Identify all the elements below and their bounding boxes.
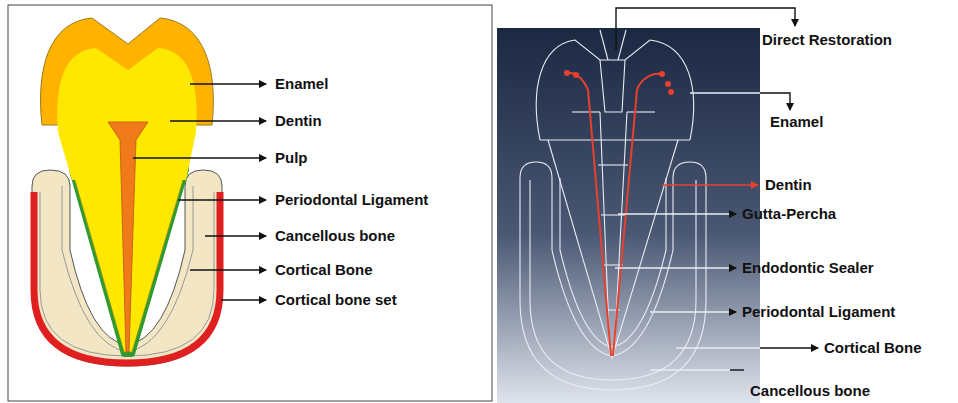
part-label: Cancellous bone	[275, 227, 395, 245]
part-label: Periodontal Ligament	[742, 303, 895, 321]
part-label: Cortical bone set	[275, 291, 397, 309]
part-label: Enamel	[770, 113, 823, 131]
part-label: Pulp	[275, 149, 308, 167]
part-label: Endodontic Sealer	[742, 259, 874, 277]
part-label: Direct Restoration	[762, 31, 892, 49]
part-label: Enamel	[275, 75, 328, 93]
part-label: Cancellous bone	[750, 382, 870, 400]
part-label: Dentin	[765, 176, 812, 194]
part-label: Dentin	[275, 112, 322, 130]
part-label: Cortical Bone	[824, 339, 922, 357]
part-label: Gutta-Percha	[742, 205, 836, 223]
part-label: Periodontal Ligament	[275, 191, 428, 209]
part-label: Cortical Bone	[275, 261, 373, 279]
